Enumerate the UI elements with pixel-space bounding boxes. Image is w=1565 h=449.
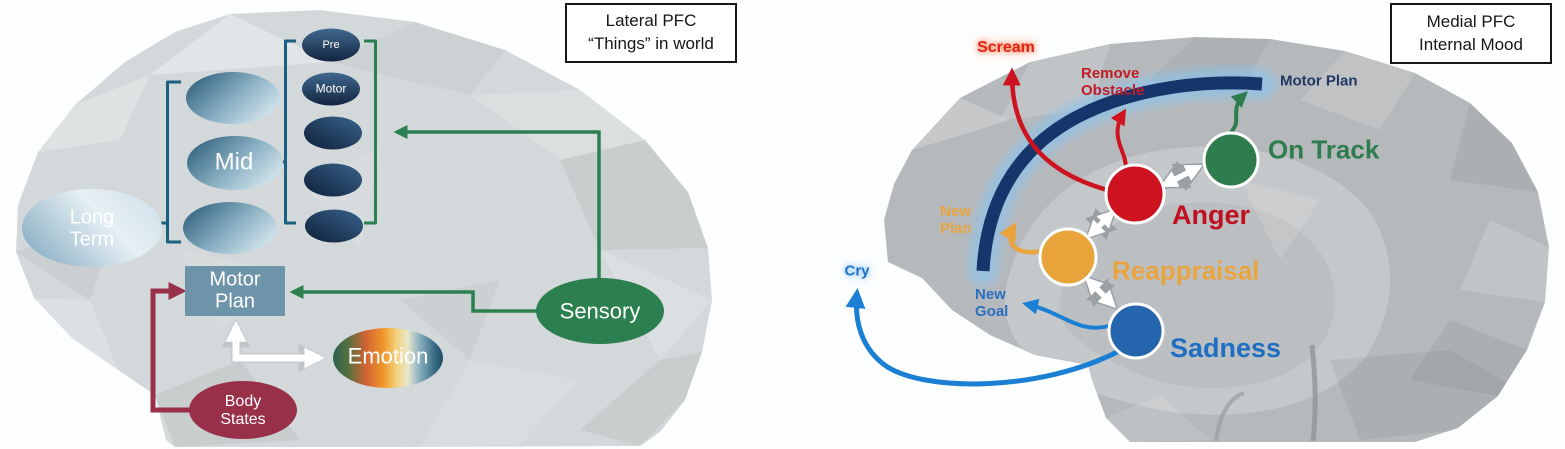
new-goal-label: New Goal [975, 286, 1009, 320]
motor-plan-label: Motor Plan [209, 268, 261, 313]
lateral-pfc-title-line1: Lateral PFC [605, 11, 697, 31]
anger-circle [1104, 163, 1166, 225]
body-states-to-motor-plan-arrow [150, 282, 192, 413]
body-states-label: Body States [220, 393, 266, 428]
medial-pfc-drawing [845, 37, 1549, 442]
medial-pfc-title-line2: Internal Mood [1419, 34, 1523, 54]
long-term-label: Long Term [69, 206, 115, 251]
node-mid-oval [187, 136, 283, 190]
sadness-circle [1107, 302, 1165, 360]
sensory-label: Sensory [559, 298, 641, 324]
sadness-to-cry-arrow [845, 288, 1121, 387]
sensory-to-motor-plan-arrow [289, 285, 540, 313]
node-sensory-oval [536, 278, 664, 344]
mid-label: Mid [214, 148, 254, 176]
lateral-pfc-title-line2: “Things” in world [588, 34, 714, 53]
anger-label: Anger [1172, 199, 1251, 230]
node-emotion-oval [333, 328, 443, 388]
on-track-label: On Track [1268, 134, 1380, 165]
remove-obstacle-label: Remove Obstacle [1081, 65, 1145, 99]
node-motor-plan-box [185, 266, 285, 316]
state-transition-arrows [1082, 160, 1206, 311]
node-pre-oval [302, 28, 360, 62]
scream-label: Scream [977, 39, 1035, 57]
sadness-new-goal-arrow [1022, 298, 1110, 330]
new-plan-label: New Plan [940, 203, 972, 237]
medial-pfc-title-line1: Medial PFC [1426, 11, 1516, 31]
node-small-oval-4 [304, 163, 362, 197]
motor-plan-arc [976, 76, 1263, 272]
pre-label: Pre [322, 38, 340, 51]
sensory-to-columns-arrow [393, 125, 601, 279]
node-small-oval-3 [304, 116, 362, 150]
node-upper-oval [186, 72, 280, 124]
emotion-label: Emotion [347, 343, 429, 369]
node-motor-oval [302, 72, 360, 106]
cry-label: Cry [844, 262, 870, 280]
node-long-term-oval [22, 189, 162, 267]
on-track-to-motor-plan-arrow [1229, 91, 1248, 134]
motor-plan-arc-label: Motor Plan [1280, 72, 1358, 90]
node-body-states-oval [189, 381, 297, 439]
reappraisal-new-plan-arrow [999, 222, 1044, 255]
reappraisal-circle [1038, 227, 1098, 287]
motor-label: Motor [315, 81, 347, 96]
reappraisal-label: Reappraisal [1112, 255, 1260, 286]
anger-to-scream-arrow [1002, 67, 1112, 194]
medial-pfc-title-box: Medial PFC Internal Mood [1390, 3, 1552, 64]
lateral-pfc-title-box: Lateral PFC “Things” in world [565, 3, 737, 63]
lateral-pfc-drawing [16, 10, 712, 447]
node-small-oval-5 [305, 209, 363, 243]
green-column-bracket [364, 39, 377, 225]
node-lower-oval [183, 202, 277, 254]
on-track-circle [1202, 131, 1260, 189]
motor-plan-emotion-arrow [225, 320, 326, 369]
sadness-label: Sadness [1170, 332, 1282, 363]
